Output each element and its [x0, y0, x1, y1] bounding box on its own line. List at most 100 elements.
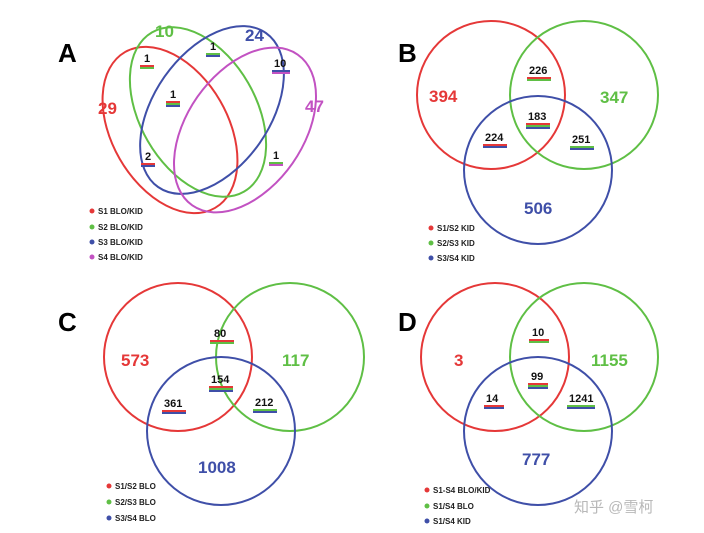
- c-count-rb: 361: [164, 398, 182, 410]
- c-legend-dot-2: [106, 499, 112, 505]
- b-legend-dot-1: [428, 225, 434, 231]
- b-legend: S1/S2 KID S2/S3 KID S3/S4 KID: [428, 224, 475, 263]
- circle-blue: [463, 356, 613, 506]
- panel-d-letter: D: [398, 307, 417, 337]
- d-bar-rg-2: [529, 341, 549, 343]
- d-bar-rb-2: [484, 407, 504, 409]
- panel-a: A 29 10 24 47 1 1 10 1 2 1 S1 BLO/KID: [58, 22, 324, 262]
- a-bar-s2s3: [206, 53, 220, 55]
- b-legend-dot-2: [428, 240, 434, 246]
- d-bar-c-3: [528, 387, 548, 389]
- c-legend-1: S1/S2 BLO: [115, 482, 156, 491]
- c-legend-2: S2/S3 BLO: [115, 498, 156, 507]
- a-bar-s1s2b: [140, 67, 154, 69]
- b-red-only: 394: [429, 87, 458, 106]
- d-count-rg: 10: [532, 327, 544, 339]
- a-bar-s1s3: [141, 163, 155, 165]
- b-legend-2: S2/S3 KID: [437, 239, 475, 248]
- circle-red: [103, 282, 253, 432]
- panel-c-letter: C: [58, 307, 77, 337]
- circle-green: [509, 282, 659, 432]
- b-bar-c-2: [526, 125, 550, 127]
- ellipse-s1: [101, 45, 239, 215]
- ellipse-s2: [128, 26, 268, 198]
- d-legend-dot-1: [424, 487, 430, 493]
- a-legend-4: S4 BLO/KID: [98, 253, 143, 262]
- b-bar-rg-2: [527, 79, 551, 81]
- b-green-only: 347: [600, 88, 628, 107]
- d-legend-3: S1/S4 KID: [433, 517, 471, 526]
- b-count-rb: 224: [485, 132, 504, 144]
- a-bar-s2s3b: [206, 55, 220, 57]
- d-green-only: 1155: [591, 351, 628, 370]
- a-bar-s1s3b: [141, 165, 155, 167]
- a-legend: S1 BLO/KID S2 BLO/KID S3 BLO/KID S4 BLO/…: [89, 207, 143, 262]
- circle-blue: [146, 356, 296, 506]
- b-bar-rb-2: [483, 146, 507, 148]
- a-count-s2s4: 1: [273, 150, 279, 162]
- circle-green: [509, 20, 659, 170]
- d-bar-gb-1: [567, 405, 595, 407]
- c-legend: S1/S2 BLO S2/S3 BLO S3/S4 BLO: [106, 482, 156, 523]
- a-s1-only: 29: [98, 99, 117, 118]
- b-bar-gb-1: [570, 146, 594, 148]
- c-bar-gb-1: [253, 409, 277, 411]
- a-bar-s1s2s3-2: [166, 103, 180, 105]
- b-legend-1: S1/S2 KID: [437, 224, 475, 233]
- a-s2-only: 10: [155, 22, 174, 41]
- c-bar-rg-1: [210, 340, 234, 342]
- a-legend-dot-3: [89, 239, 95, 245]
- a-legend-1: S1 BLO/KID: [98, 207, 143, 216]
- c-legend-dot-1: [106, 483, 112, 489]
- d-bar-rb-1: [484, 405, 504, 407]
- a-bar-s1s2s3-1: [166, 101, 180, 103]
- c-red-only: 573: [121, 351, 149, 370]
- c-legend-dot-3: [106, 515, 112, 521]
- d-legend-1: S1-S4 BLO/KID: [433, 486, 491, 495]
- d-bar-gb-2: [567, 407, 595, 409]
- c-legend-3: S3/S4 BLO: [115, 514, 156, 523]
- c-blue-only: 1008: [198, 458, 236, 477]
- a-bar-s3s4: [272, 70, 290, 72]
- a-s3-only: 24: [245, 26, 264, 45]
- a-count-s1s3: 2: [145, 151, 151, 163]
- c-count-rg: 80: [214, 328, 226, 340]
- d-bar-c-1: [528, 383, 548, 385]
- b-legend-3: S3/S4 KID: [437, 254, 475, 263]
- circle-blue: [463, 95, 613, 245]
- d-blue-only: 777: [522, 450, 550, 469]
- d-bar-c-2: [528, 385, 548, 387]
- b-bar-rb-1: [483, 144, 507, 146]
- c-count-center: 154: [211, 374, 230, 386]
- d-legend-dot-3: [424, 518, 430, 524]
- a-bar-s2s4b: [269, 164, 283, 166]
- c-bar-rb-2: [162, 412, 186, 414]
- b-bar-gb-2: [570, 148, 594, 150]
- watermark: 知乎 @雪柯: [574, 499, 653, 516]
- b-count-rg: 226: [529, 65, 547, 77]
- c-bar-c-1: [209, 386, 233, 388]
- b-count-center: 183: [528, 111, 546, 123]
- a-legend-3: S3 BLO/KID: [98, 238, 143, 247]
- b-bar-rg-1: [527, 77, 551, 79]
- a-legend-2: S2 BLO/KID: [98, 223, 143, 232]
- a-bar-s2s4: [269, 162, 283, 164]
- c-count-gb: 212: [255, 397, 273, 409]
- circle-red: [420, 282, 570, 432]
- d-legend-2: S1/S4 BLO: [433, 502, 474, 511]
- c-bar-gb-2: [253, 411, 277, 413]
- panel-a-letter: A: [58, 38, 77, 68]
- circle-red: [416, 20, 566, 170]
- ellipse-s3: [139, 25, 285, 195]
- a-count-s1s2: 1: [144, 53, 150, 65]
- c-bar-c-3: [209, 390, 233, 392]
- c-bar-rb-1: [162, 410, 186, 412]
- d-count-center: 99: [531, 371, 543, 383]
- a-legend-dot-2: [89, 224, 95, 230]
- a-legend-dot-1: [89, 208, 95, 214]
- d-bar-rg-1: [529, 339, 549, 341]
- a-count-s3s4: 10: [274, 58, 286, 70]
- a-legend-dot-4: [89, 254, 95, 260]
- a-count-s1s2s3: 1: [170, 89, 176, 101]
- d-legend-dot-2: [424, 503, 430, 509]
